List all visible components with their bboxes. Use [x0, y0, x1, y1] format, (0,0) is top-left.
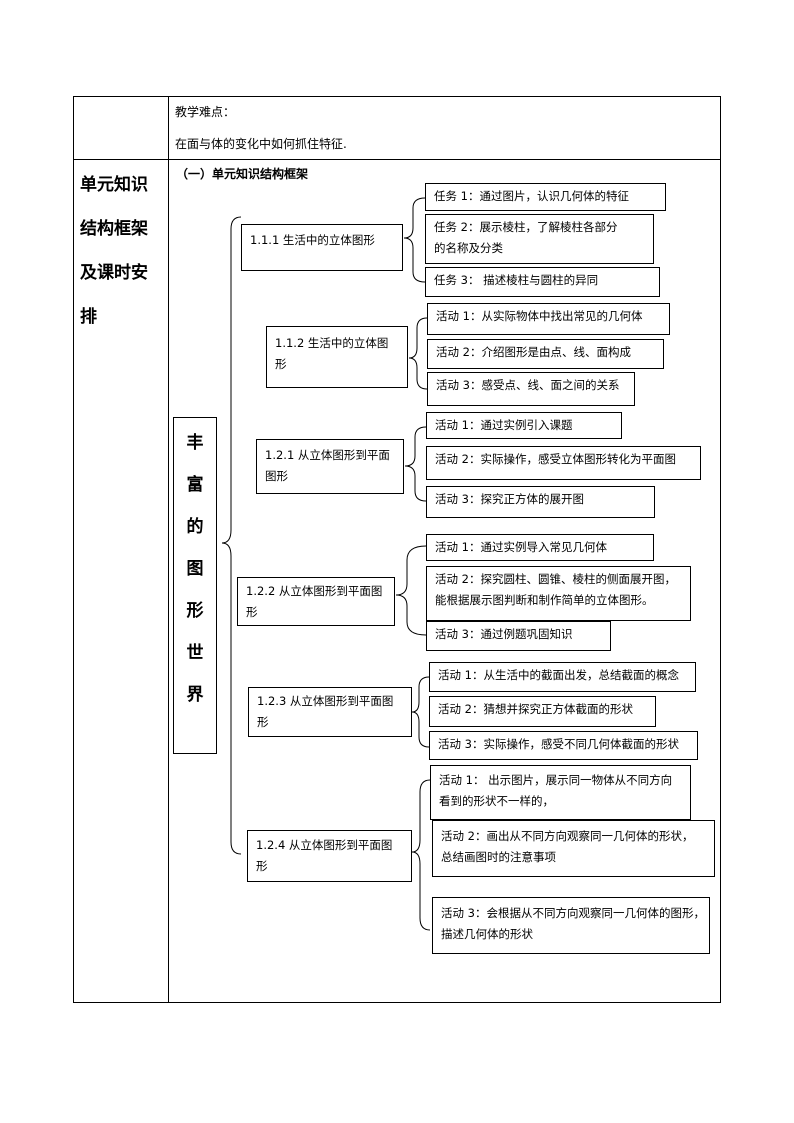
activity-box: 活动 1：从生活中的截面出发，总结截面的概念 [429, 662, 696, 692]
activity-box: 活动 1： 出示图片，展示同一物体从不同方向 看到的形状不一样的， [430, 765, 691, 820]
root-char: 世 [186, 643, 204, 663]
table-border-right [720, 96, 721, 1003]
activity-box: 活动 3：通过例题巩固知识 [426, 621, 611, 651]
lesson-box: 1.2.2 从立体图形到平面图 形 [237, 577, 395, 626]
root-box: 丰 富 的 图 形 世 界 [173, 417, 217, 754]
activity-text: 活动 1：通过实例导入常见几何体 [435, 540, 607, 554]
table-border-top [73, 96, 721, 97]
framework-heading: （一）单元知识结构框架 [176, 167, 309, 181]
difficulty-text: 在面与体的变化中如何抓住特征. [175, 137, 347, 151]
task-text: 任务 2：展示棱柱，了解棱柱各部分 [434, 220, 618, 234]
activity-text: 活动 1：从实际物体中找出常见的几何体 [436, 309, 643, 323]
activity-box: 活动 1：通过实例引入课题 [426, 412, 622, 439]
table-row-divider [73, 159, 721, 160]
activity-text: 活动 2：探究圆柱、圆锥、棱柱的侧面展开图， [435, 572, 676, 586]
group-bracket [411, 676, 430, 748]
section-title-line: 排 [80, 307, 97, 327]
activity-text: 活动 2：介绍图形是由点、线、面构成 [436, 345, 631, 359]
lesson-title: 形 [257, 715, 269, 729]
lesson-title: 形 [246, 605, 258, 619]
activity-box: 活动 1：通过实例导入常见几何体 [426, 534, 654, 561]
root-bracket [221, 216, 242, 855]
lesson-title: 形 [275, 357, 287, 371]
activity-box: 活动 3：实际操作，感受不同几何体截面的形状 [429, 731, 698, 760]
activity-text: 活动 2：猜想并探究正方体截面的形状 [438, 702, 633, 716]
activity-text: 活动 3：探究正方体的展开图 [435, 492, 584, 506]
group-bracket [395, 545, 427, 636]
activity-text: 看到的形状不一样的， [439, 794, 554, 808]
activity-text: 活动 3：会根据从不同方向观察同一几何体的图形， [441, 906, 705, 920]
section-title-line: 单元知识 [80, 175, 148, 195]
activity-text: 活动 1： 出示图片，展示同一物体从不同方向 [439, 773, 673, 787]
activity-text: 能根据展示图判断和制作简单的立体图形。 [435, 593, 654, 607]
table-column-divider [168, 96, 169, 1003]
activity-text: 描述几何体的形状 [441, 927, 533, 941]
task-box: 任务 3： 描述棱柱与圆柱的异同 [425, 267, 660, 297]
root-char: 的 [186, 517, 204, 537]
activity-box: 活动 2：画出从不同方向观察同一几何体的形状， 总结画图时的注意事项 [432, 820, 715, 877]
lesson-title: 1.1.2 生活中的立体图 [275, 336, 389, 350]
activity-box: 活动 2：探究圆柱、圆锥、棱柱的侧面展开图， 能根据展示图判断和制作简单的立体图… [426, 566, 691, 621]
task-text: 任务 1：通过图片，认识几何体的特征 [434, 189, 629, 203]
lesson-title: 1.1.1 生活中的立体图形 [250, 233, 375, 247]
task-text: 任务 3： 描述棱柱与圆柱的异同 [434, 273, 599, 287]
lesson-box: 1.1.1 生活中的立体图形 [241, 224, 403, 271]
section-title: 单元知识 结构框架 及课时安 排 [80, 163, 160, 339]
difficulty-label: 教学难点： [175, 105, 236, 119]
section-title-line: 结构框架 [80, 219, 148, 239]
lesson-title: 1.2.3 从立体图形到平面图 [257, 694, 394, 708]
activity-box: 活动 2：介绍图形是由点、线、面构成 [427, 339, 664, 369]
group-bracket [403, 197, 426, 283]
activity-box: 活动 3：会根据从不同方向观察同一几何体的图形， 描述几何体的形状 [432, 897, 710, 954]
activity-text: 活动 3：通过例题巩固知识 [435, 627, 573, 641]
lesson-title: 形 [256, 859, 268, 873]
lesson-box: 1.2.1 从立体图形到平面 图形 [256, 439, 404, 494]
task-box: 任务 1：通过图片，认识几何体的特征 [425, 183, 666, 211]
task-box: 任务 2：展示棱柱，了解棱柱各部分 的名称及分类 [425, 214, 654, 264]
activity-text: 活动 3：实际操作，感受不同几何体截面的形状 [438, 737, 679, 751]
table-border-bottom [73, 1002, 721, 1003]
lesson-title: 1.2.1 从立体图形到平面 [265, 448, 390, 462]
activity-text: 活动 1：从生活中的截面出发，总结截面的概念 [438, 668, 679, 682]
root-char: 丰 [186, 433, 204, 453]
root-char: 富 [186, 475, 204, 495]
lesson-title: 1.2.4 从立体图形到平面图 [256, 838, 393, 852]
activity-box: 活动 1：从实际物体中找出常见的几何体 [427, 303, 670, 335]
activity-text: 活动 1：通过实例引入课题 [435, 418, 573, 432]
task-text: 的名称及分类 [434, 241, 503, 255]
root-char: 形 [186, 601, 204, 621]
activity-text: 活动 2：实际操作，感受立体图形转化为平面图 [435, 452, 676, 466]
group-bracket [411, 779, 431, 931]
activity-box: 活动 2：实际操作，感受立体图形转化为平面图 [426, 446, 701, 480]
lesson-title: 图形 [265, 469, 288, 483]
section-title-line: 及课时安 [80, 263, 148, 283]
group-bracket [404, 426, 427, 502]
root-char: 图 [186, 559, 204, 579]
activity-text: 活动 3：感受点、线、面之间的关系 [436, 378, 620, 392]
lesson-box: 1.2.4 从立体图形到平面图 形 [247, 830, 412, 882]
lesson-box: 1.2.3 从立体图形到平面图 形 [248, 687, 412, 737]
table-border-left [73, 96, 74, 1003]
activity-box: 活动 3：感受点、线、面之间的关系 [427, 372, 635, 406]
lesson-title: 1.2.2 从立体图形到平面图 [246, 584, 383, 598]
group-bracket [408, 317, 428, 390]
lesson-box: 1.1.2 生活中的立体图 形 [266, 326, 408, 388]
activity-text: 总结画图时的注意事项 [441, 850, 556, 864]
activity-text: 活动 2：画出从不同方向观察同一几何体的形状， [441, 829, 694, 843]
root-char: 界 [186, 685, 204, 705]
activity-box: 活动 2：猜想并探究正方体截面的形状 [429, 696, 656, 727]
activity-box: 活动 3：探究正方体的展开图 [426, 486, 655, 518]
